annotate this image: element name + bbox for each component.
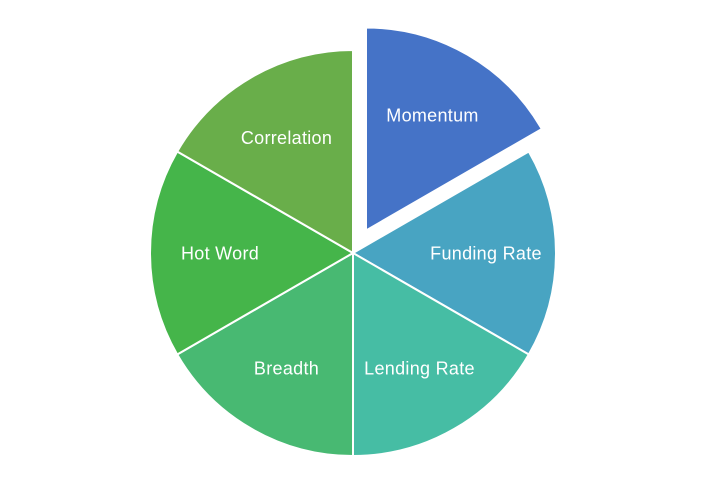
pie-slice-momentum[interactable] [365,26,543,232]
pie-slice-correlation[interactable] [176,49,354,254]
pie-slice-breadth[interactable] [176,252,354,457]
pie-slice-lending-rate[interactable] [352,252,530,457]
pie-slice-hot-word[interactable] [149,150,354,356]
pie-slice-funding-rate[interactable] [352,150,557,356]
